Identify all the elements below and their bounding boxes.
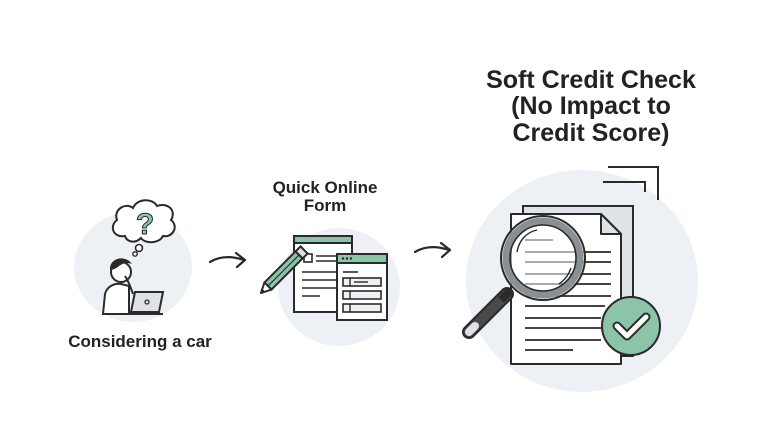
step3-label-line3: Credit Score): [512, 118, 670, 147]
step2-label-line1: Quick Online: [272, 178, 378, 197]
arrow-right-icon: [413, 241, 452, 259]
person-thinking-laptop-icon: ?: [101, 199, 176, 315]
svg-text:?: ?: [136, 208, 154, 241]
arrow-right-icon: [208, 251, 247, 269]
document-magnifier-check-icon: [462, 166, 661, 365]
online-form-icon: [259, 235, 388, 321]
step2-label: Quick Online Form: [255, 179, 395, 215]
step1-label: Considering a car: [68, 332, 212, 351]
step3-label-line2: (No Impact to: [511, 92, 671, 121]
step3-label-line1: Soft Credit Check: [486, 66, 696, 94]
step3-label: Soft Credit Check (No Impact to Credit S…: [458, 67, 724, 146]
step2-label-line2: Form: [303, 195, 347, 215]
